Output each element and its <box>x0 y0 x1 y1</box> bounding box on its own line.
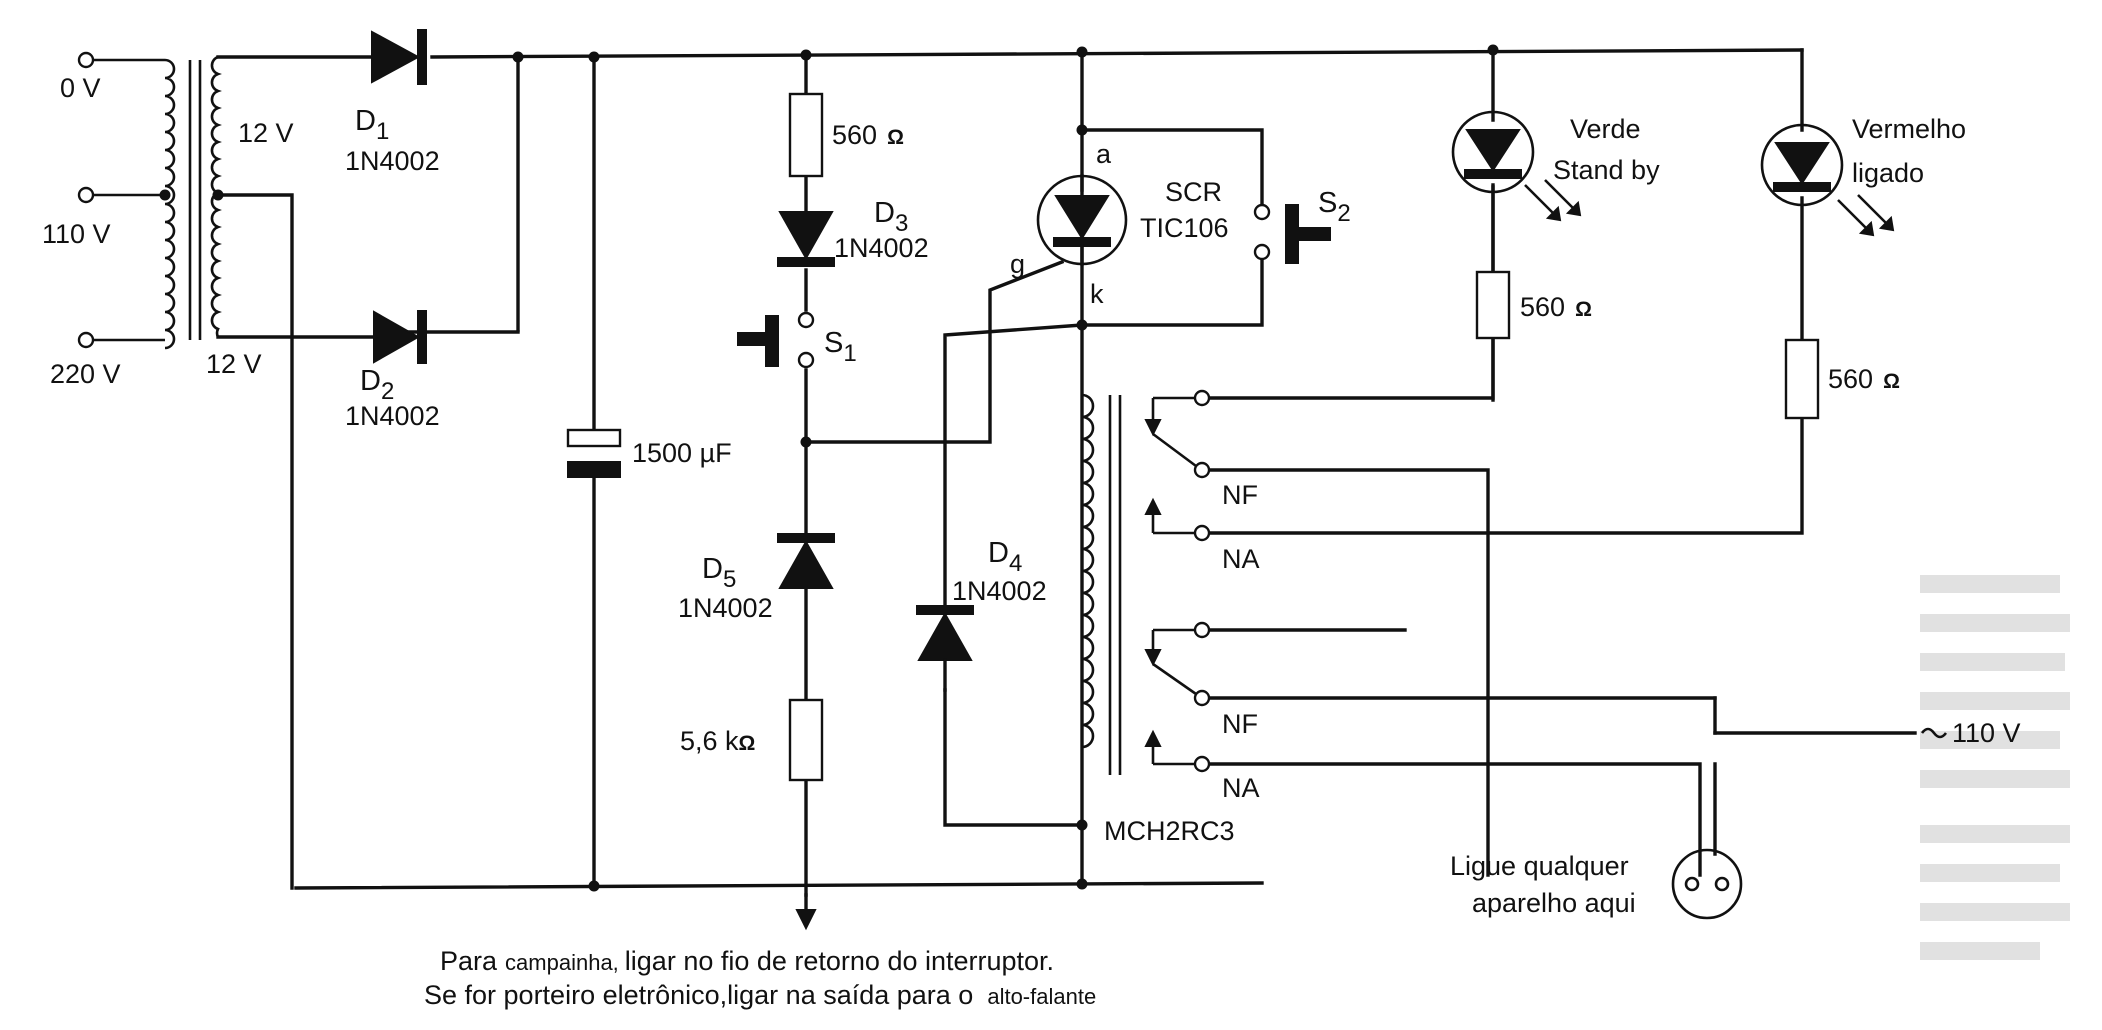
diode-d1: D1 1N4002 <box>345 29 440 176</box>
led-red-on: Vermelho ligado <box>1760 114 1966 237</box>
d4-part: 1N4002 <box>952 576 1047 606</box>
d1-ref: D1 <box>355 105 389 145</box>
label-220v: 220 V <box>50 359 121 389</box>
r-bottom-label: 5,6 kΩ <box>680 726 755 756</box>
mains-110v: 110 V <box>1713 696 2021 748</box>
terminal-110v <box>77 186 95 204</box>
diode-d2: D2 1N4002 <box>345 310 440 431</box>
outlet-line1: Ligue qualquer <box>1450 851 1629 881</box>
outlet-socket[interactable]: Ligue qualquer aparelho aqui <box>1450 848 1743 920</box>
scr-tic106: a g k SCR TIC106 <box>1010 139 1229 309</box>
relay-part-label: MCH2RC3 <box>1104 816 1235 846</box>
scr-anode-label: a <box>1096 139 1112 169</box>
relay-na-2: NA <box>1222 773 1260 803</box>
transformer: 0 V 110 V 220 V 12 V 12 V <box>42 51 294 389</box>
label-12v-lower: 12 V <box>206 349 262 379</box>
scr-part-label: TIC106 <box>1140 213 1229 243</box>
scr-gate-label: g <box>1010 249 1025 279</box>
diode-d3: D3 1N4002 <box>777 197 929 267</box>
wiring <box>216 48 1804 897</box>
relay-nf-1: NF <box>1222 480 1258 510</box>
led-green-state: Stand by <box>1553 155 1660 185</box>
output-arrow <box>795 893 817 931</box>
relay-mch2rc3: NF NA NF NA MCH2RC3 <box>1081 389 1260 846</box>
relay-nf-2: NF <box>1222 709 1258 739</box>
d5-part: 1N4002 <box>678 593 773 623</box>
d4-ref: D4 <box>988 537 1022 577</box>
label-12v-upper: 12 V <box>238 118 294 148</box>
scr-type-label: SCR <box>1165 177 1222 207</box>
mains-label: 110 V <box>1952 718 2021 748</box>
led-green-standby: Verde Stand by <box>1451 110 1660 222</box>
led-red-color: Vermelho <box>1852 114 1966 144</box>
relay-na-1: NA <box>1222 544 1260 574</box>
switch-s1[interactable]: S1 <box>737 311 857 369</box>
note-line2: Se for porteiro eletrônico,ligar na saíd… <box>424 980 1096 1010</box>
d5-ref: D5 <box>702 553 736 593</box>
d1-part: 1N4002 <box>345 146 440 176</box>
diode-d5: D5 1N4002 <box>678 533 835 623</box>
s1-ref: S1 <box>824 327 857 367</box>
d3-part: 1N4002 <box>834 233 929 263</box>
led-green-color: Verde <box>1570 114 1641 144</box>
switch-s2[interactable]: S2 <box>1253 187 1351 264</box>
diode-d4: D4 1N4002 <box>916 537 1047 692</box>
terminal-0v <box>77 51 95 69</box>
scr-cathode-label: k <box>1090 279 1104 309</box>
led-red-state: ligado <box>1852 158 1924 188</box>
outlet-line2: aparelho aqui <box>1472 888 1636 918</box>
capacitor-1500uf: 1500 µF <box>566 428 732 478</box>
d3-ref: D3 <box>874 197 908 237</box>
d2-ref: D2 <box>360 365 394 405</box>
resistor-5k6: 5,6 kΩ <box>680 698 824 782</box>
capacitor-label: 1500 µF <box>632 438 732 468</box>
s2-ref: S2 <box>1318 187 1351 227</box>
label-110v: 110 V <box>42 219 111 249</box>
label-0v: 0 V <box>60 73 101 103</box>
terminal-220v <box>77 331 95 349</box>
d2-part: 1N4002 <box>345 401 440 431</box>
bleed-through-background <box>1920 575 2070 960</box>
